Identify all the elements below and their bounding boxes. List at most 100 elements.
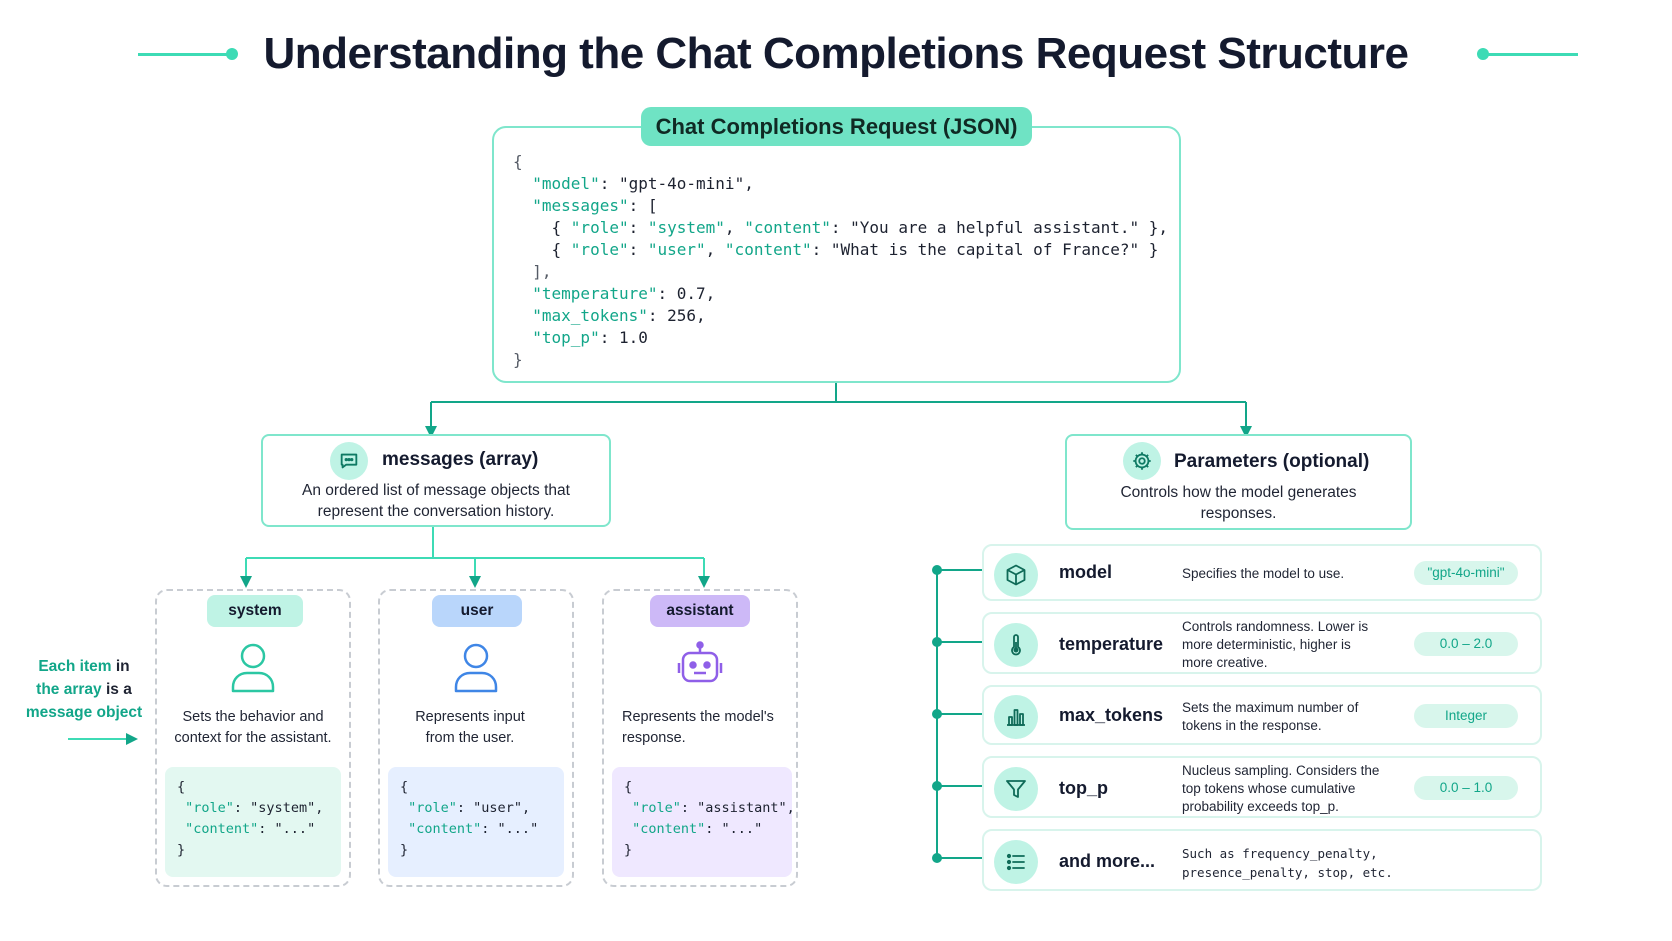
code-m2-role-colon: : [628,240,648,259]
user-snip-content-key: "content" [408,821,482,837]
param-name: top_p [1059,778,1108,798]
robot-icon [676,641,724,694]
assistant-snip-content-val: : "..." [705,821,763,837]
user-desc: Represents input from the user. [380,707,560,749]
code-m2-sep: , [705,240,725,259]
assistant-pill: assistant [650,595,750,627]
code-messages-key: "messages" [532,196,629,215]
param-name: temperature [1059,634,1164,654]
user-snip-role-val: : "user", [456,800,531,816]
parameters-section: Parameters (optional) Controls how the m… [1065,434,1412,530]
user-desc-line1: Represents input [415,709,525,725]
code-m2-role-val: "user" [647,240,706,259]
code-m2-open: { [551,240,571,259]
assistant-desc-line1: Represents the model's [622,709,774,725]
assistant-snip-open: { [624,779,633,795]
user-snippet: { "role": "user", "content": "..." } [388,767,564,877]
system-desc-line1: Sets the behavior and [182,709,324,725]
system-snip-role-val: : "system", [233,800,324,816]
thermometer-icon [994,623,1038,667]
param-name: model [1059,562,1113,582]
gear-icon [1123,442,1161,480]
timeline-dot [932,781,942,791]
title-left-dot [226,48,238,60]
code-m1-open: { [551,218,571,237]
bar-chart-icon [994,695,1038,739]
user-desc-line2: from the user. [425,730,515,746]
messages-desc: An ordered list of message objects that … [263,480,609,522]
funnel-icon [994,767,1038,811]
parameters-desc-line2: responses. [1200,505,1277,522]
json-code-block: { "model": "gpt-4o-mini", "messages": [ … [513,151,1168,371]
param-row-top-p: top_p Nucleus sampling. Considers the to… [982,756,1542,818]
messages-section: messages (array) An ordered list of mess… [261,434,611,527]
param-desc: Such as frequency_penalty, presence_pena… [1182,844,1412,882]
parameters-desc-line1: Controls how the model generates [1120,484,1357,501]
code-top-p-val: : 1.0 [599,328,648,347]
system-snip-role-key: "role" [185,800,234,816]
param-desc-line: Nucleus sampling. Considers the [1182,763,1380,778]
assistant-snippet: { "role": "assistant", "content": "..." … [612,767,795,877]
code-m1-role-val: "system" [647,218,725,237]
note-line1-green: Each item [38,658,112,675]
param-desc-line: more deterministic, higher is [1182,637,1351,652]
param-desc-line: Such as frequency_penalty, [1182,846,1378,861]
note-line2-green: the array [36,681,102,698]
param-desc-line: more creative. [1182,655,1268,670]
assistant-message-card: assistant Represents the model's respons… [602,589,798,887]
user-icon [452,642,500,699]
user-snip-content-val: : "..." [481,821,539,837]
code-m2-content-key: "content" [724,240,812,259]
param-row-temperature: temperature Controls randomness. Lower i… [982,612,1542,674]
list-icon [994,840,1038,884]
code-model-val: : "gpt-4o-mini", [599,174,754,193]
param-row-model: model Specifies the model to use. "gpt-4… [982,544,1542,601]
user-snip-role-key: "role" [408,800,457,816]
system-snippet: { "role": "system", "content": "..." } [165,767,341,877]
array-item-note: Each item in the array is a message obje… [24,655,144,724]
system-desc-line2: context for the assistant. [174,730,332,746]
param-desc: Nucleus sampling. Considers the top toke… [1182,762,1397,816]
user-snip-open: { [400,779,409,795]
system-snip-content-key: "content" [185,821,259,837]
messages-desc-line1: An ordered list of message objects that [302,482,570,499]
code-m1-content-val: : "You are a helpful assistant." }, [830,218,1169,237]
system-pill: system [207,595,303,627]
messages-title: messages (array) [382,449,539,470]
timeline-dot [932,709,942,719]
param-value-badge: 0.0 – 1.0 [1414,776,1518,800]
code-open: { [513,152,523,171]
chat-bubble-icon [330,442,368,480]
assistant-desc-line2: response. [622,730,686,746]
code-m2-role-key: "role" [570,240,629,259]
param-desc: Controls randomness. Lower is more deter… [1182,618,1397,672]
user-snip-close: } [400,842,409,858]
title-left-line [138,53,232,56]
system-snip-open: { [177,779,186,795]
code-temperature-key: "temperature" [532,284,658,303]
param-row-max-tokens: max_tokens Sets the maximum number of to… [982,685,1542,745]
param-name: max_tokens [1059,705,1164,725]
param-desc: Sets the maximum number of tokens in the… [1182,699,1397,735]
param-desc-line: probability exceeds top_p. [1182,799,1339,814]
user-pill: user [432,595,522,627]
code-max-tokens-val: : 256, [647,306,706,325]
code-close: } [513,350,523,369]
title-right-line [1484,53,1578,56]
parameters-desc: Controls how the model generates respons… [1067,482,1410,524]
code-messages-close: ], [532,262,552,281]
code-m1-role-colon: : [628,218,648,237]
param-desc: Specifies the model to use. [1182,565,1397,583]
assistant-snip-role-key: "role" [632,800,681,816]
note-line3-green: message object [25,704,143,721]
param-desc-line: Sets the maximum number of [1182,700,1359,715]
code-max-tokens-key: "max_tokens" [532,306,648,325]
param-desc-line: tokens in the response. [1182,718,1322,733]
code-m2-content-val: : "What is the capital of France?" } [811,240,1159,259]
system-message-card: system Sets the behavior and context for… [155,589,351,887]
param-value-badge: Integer [1414,704,1518,728]
note-line1-dark: in [111,658,130,675]
system-snip-close: } [177,842,186,858]
cube-icon [994,553,1038,597]
param-desc-line: presence_penalty, stop, etc. [1182,865,1393,880]
